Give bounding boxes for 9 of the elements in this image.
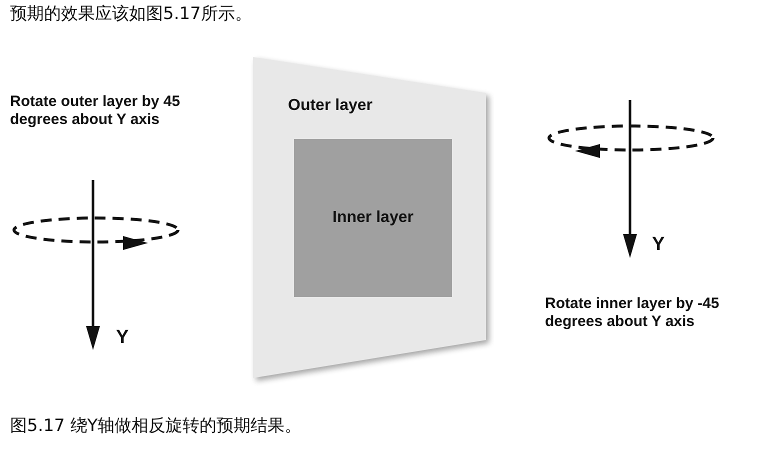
annotation-text: Rotate outer layer by 45 degrees about Y axis [10,93,182,129]
axis-label: Y [652,235,665,255]
layer-label: Outer layer [288,97,372,115]
axis-label: Y [116,328,129,348]
inner-layer-panel [294,139,452,297]
annotation-text: Rotate inner layer by -45 degrees about Y axis [545,295,720,331]
layer-label: Inner layer [332,209,414,227]
figure-caption: 图5.17 绕Y轴做相反旋转的预期结果。 [10,416,302,436]
heading-text: 预期的效果应该如图5.17所示。 [10,4,252,24]
